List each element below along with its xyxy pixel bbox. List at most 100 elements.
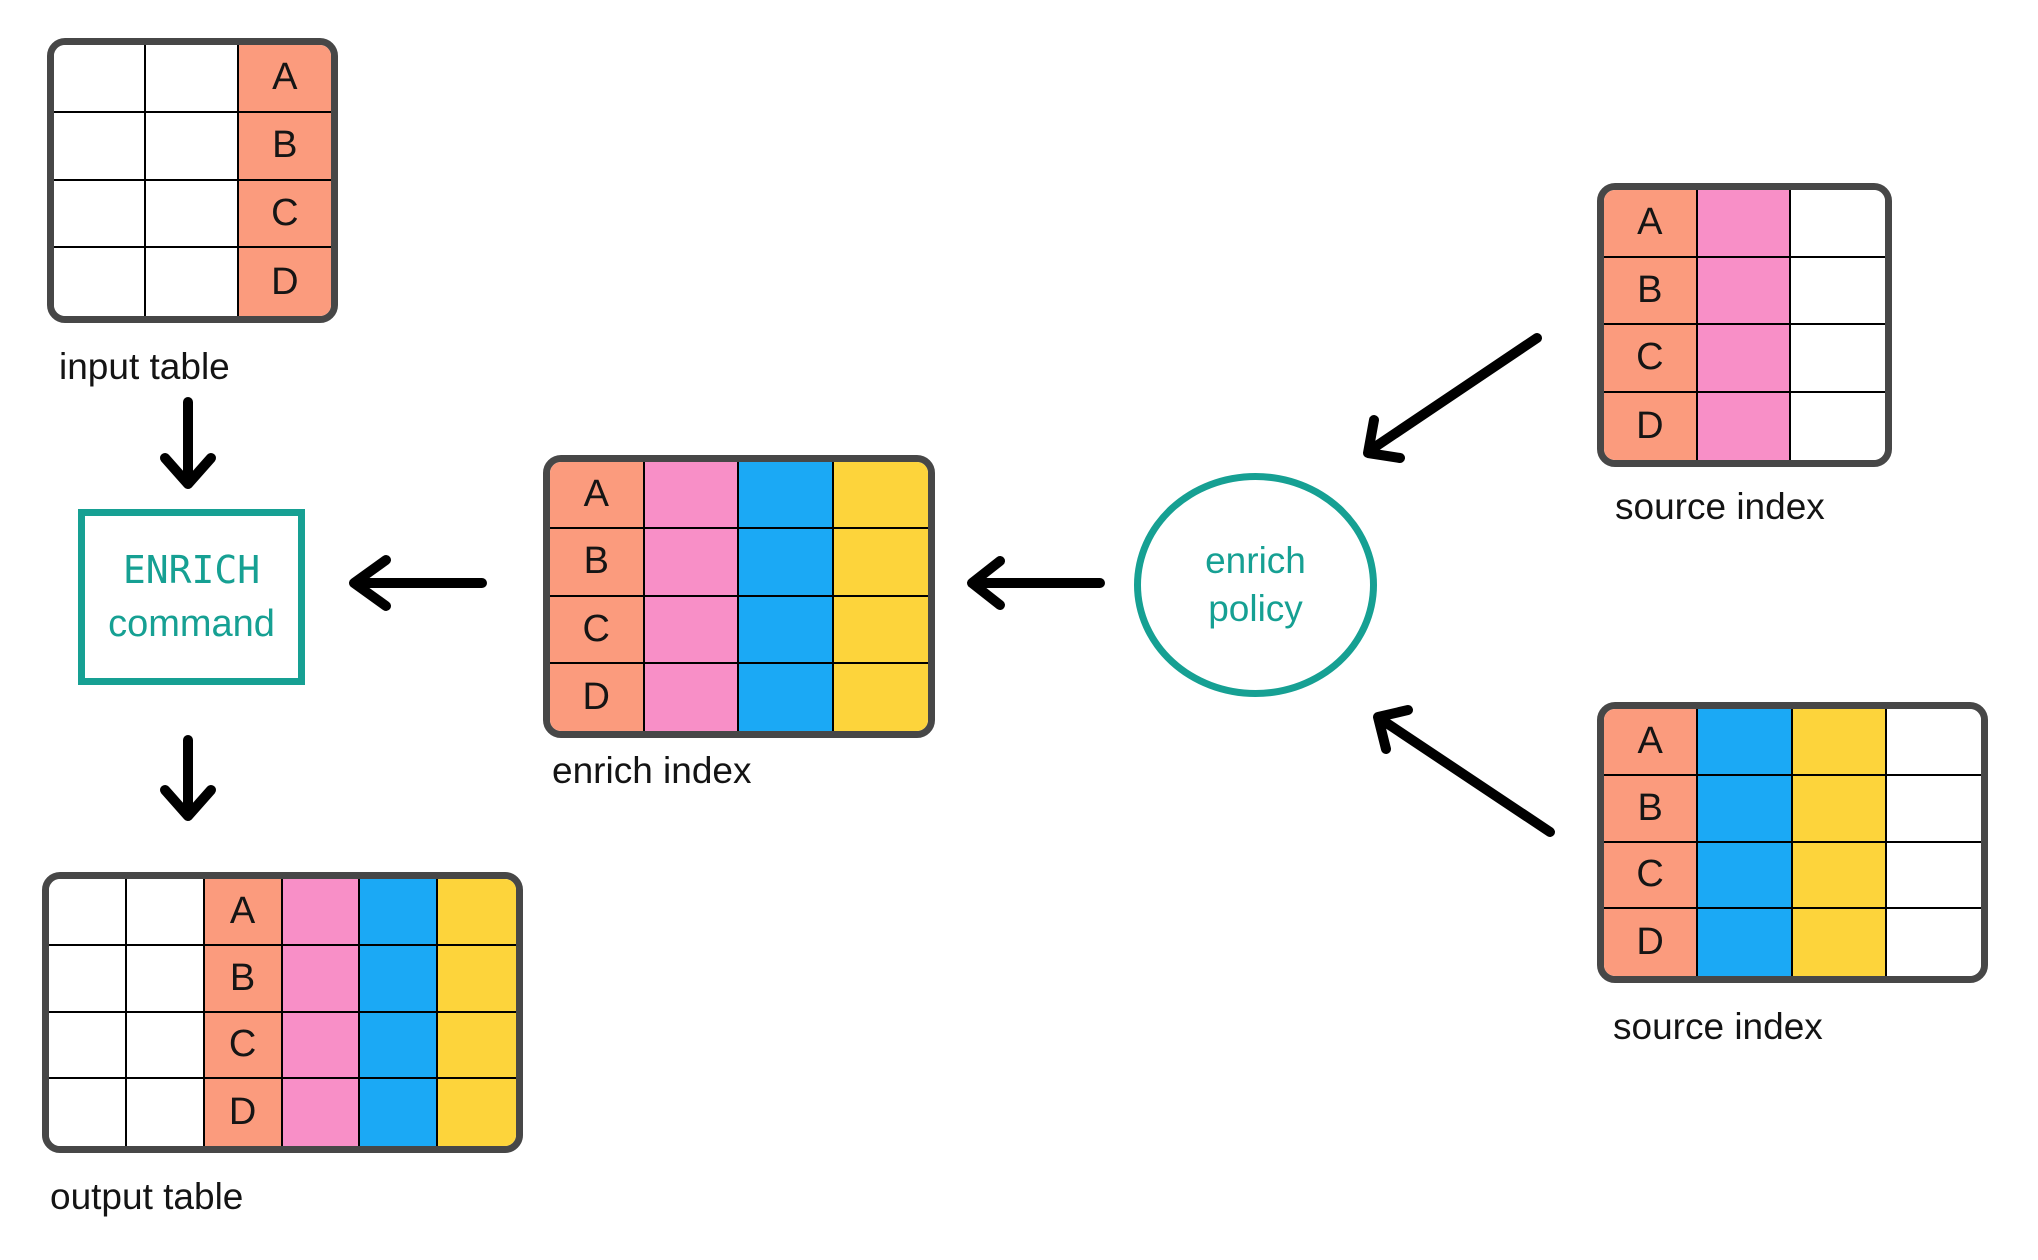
table-cell <box>833 596 928 664</box>
table-key-cell: B <box>238 112 331 181</box>
table-cell <box>126 1012 205 1080</box>
table-cell <box>1886 909 1981 976</box>
table-key-cell: C <box>204 1012 283 1080</box>
table-cell <box>49 879 127 946</box>
arrow-input-to-command-icon <box>160 397 216 489</box>
table-cell <box>438 879 516 946</box>
table-key-cell: D <box>1604 909 1699 976</box>
table-cell <box>1697 325 1792 393</box>
table-cell <box>49 945 127 1013</box>
table-cell <box>282 1012 361 1080</box>
table-cell <box>54 45 147 113</box>
table-key-cell: A <box>1604 709 1699 776</box>
arrow-source-bottom-to-policy-icon <box>1373 705 1555 837</box>
table-key-cell: A <box>550 462 645 530</box>
enrich-index-label: enrich index <box>552 750 752 791</box>
table-cell <box>644 663 739 731</box>
table-key-cell: B <box>1604 775 1699 843</box>
table-cell <box>833 663 928 731</box>
table-cell <box>360 945 439 1013</box>
table-cell <box>1792 842 1887 910</box>
table-cell <box>1886 709 1981 776</box>
table-cell <box>739 529 834 597</box>
table-cell <box>360 1012 439 1080</box>
table-cell <box>1886 775 1981 843</box>
table-cell <box>1698 842 1793 910</box>
source-index-bottom-label: source index <box>1613 1006 1823 1047</box>
table-cell <box>1792 709 1887 776</box>
arrow-command-to-output-icon <box>160 735 216 821</box>
arrow-policy-to-enrich-index-icon <box>967 556 1105 610</box>
table-cell <box>644 529 739 597</box>
table-key-cell: A <box>204 879 283 946</box>
arrow-source-top-to-policy-icon <box>1363 333 1542 463</box>
table-cell <box>1698 709 1793 776</box>
table-cell <box>126 879 205 946</box>
table-cell <box>282 879 361 946</box>
enrich-command-keyword: ENRICH <box>122 548 261 592</box>
table-key-cell: B <box>204 945 283 1013</box>
table-cell <box>1791 190 1885 258</box>
table-cell <box>360 879 439 946</box>
table-cell <box>54 112 147 181</box>
table-key-cell: D <box>1604 392 1698 460</box>
table-cell <box>438 945 516 1013</box>
table-cell <box>1792 909 1887 976</box>
table-key-cell: C <box>550 596 645 664</box>
table-key-cell: A <box>1604 190 1698 258</box>
enrich-policy-line1: enrich <box>1205 540 1306 581</box>
table-cell <box>1698 775 1793 843</box>
table-cell <box>1697 190 1792 258</box>
table-cell <box>833 529 928 597</box>
table-cell <box>644 462 739 530</box>
table-cell <box>1697 257 1792 325</box>
table-cell <box>1697 392 1792 460</box>
output-table-label: output table <box>50 1176 244 1217</box>
table-cell <box>438 1079 516 1146</box>
table-cell <box>739 462 834 530</box>
table-key-cell: B <box>1604 257 1698 325</box>
table-cell <box>146 248 239 316</box>
table-cell <box>282 945 361 1013</box>
table-key-cell: D <box>238 248 331 316</box>
arrow-enrich-index-to-command-icon <box>349 555 487 611</box>
table-cell <box>54 248 147 316</box>
table-key-cell: D <box>550 663 645 731</box>
input-table-label: input table <box>59 346 230 387</box>
table-cell <box>146 112 239 181</box>
table-cell <box>1791 257 1885 325</box>
table-cell <box>833 462 928 530</box>
table-cell <box>126 1079 205 1146</box>
table-cell <box>739 663 834 731</box>
table-cell <box>1792 775 1887 843</box>
enrich-policy-line2: policy <box>1208 588 1303 629</box>
enrich-command-word: command <box>108 603 275 645</box>
table-cell <box>1886 842 1981 910</box>
table-key-cell: D <box>204 1079 283 1146</box>
table-cell <box>146 45 239 113</box>
table-key-cell: C <box>238 180 331 249</box>
table-key-cell: C <box>1604 325 1698 393</box>
table-cell <box>49 1079 127 1146</box>
table-key-cell: C <box>1604 842 1699 910</box>
table-cell <box>282 1079 361 1146</box>
source-index-top-label: source index <box>1615 486 1825 527</box>
table-cell <box>126 945 205 1013</box>
enrich-policy-node: enrich policy <box>1134 473 1377 697</box>
table-key-cell: A <box>238 45 331 113</box>
table-cell <box>739 596 834 664</box>
table-cell <box>1791 325 1885 393</box>
table-cell <box>644 596 739 664</box>
table-key-cell: B <box>550 529 645 597</box>
table-cell <box>438 1012 516 1080</box>
table-cell <box>1791 392 1885 460</box>
table-cell <box>49 1012 127 1080</box>
table-cell <box>1698 909 1793 976</box>
enrich-command-node: ENRICH command <box>78 509 305 685</box>
table-cell <box>146 180 239 249</box>
